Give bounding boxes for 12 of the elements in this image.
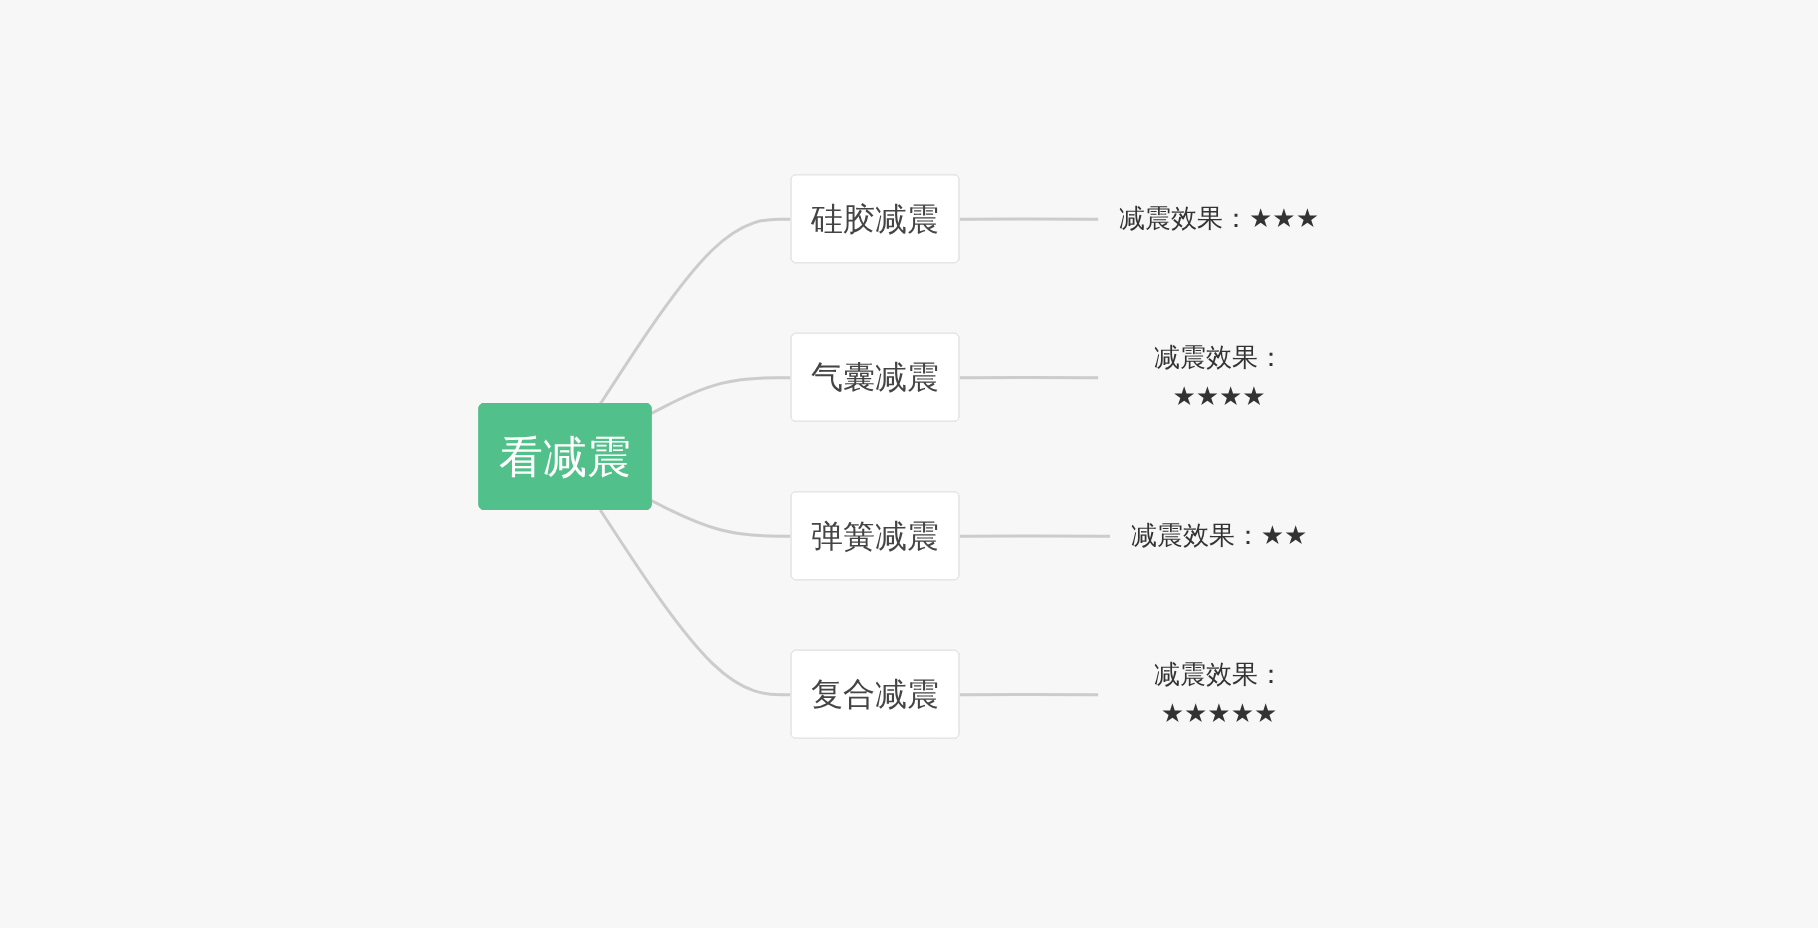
node-text: 减震效果：★★ bbox=[1130, 520, 1308, 551]
connector bbox=[599, 217, 792, 405]
connector bbox=[599, 509, 792, 697]
connector bbox=[650, 499, 792, 538]
connector bbox=[650, 376, 792, 415]
node-text: 减震效果：★★★ bbox=[1119, 203, 1319, 234]
node-text: 减震效果：★★★★ bbox=[1154, 342, 1284, 412]
node-text: 减震效果：★★★★★ bbox=[1154, 659, 1284, 729]
connector bbox=[959, 534, 1112, 538]
connector bbox=[959, 217, 1100, 221]
connector bbox=[959, 375, 1100, 380]
connector bbox=[959, 692, 1100, 697]
